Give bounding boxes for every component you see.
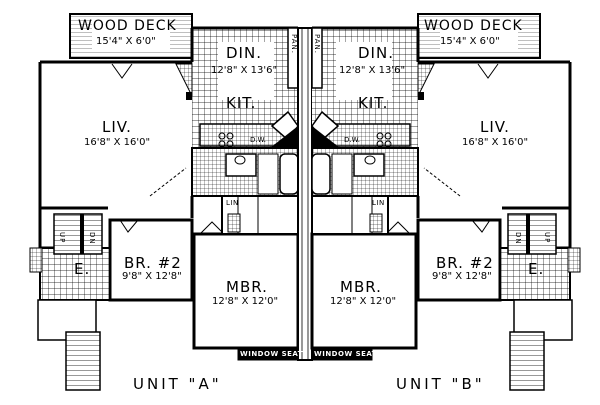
unit-b-bedroom2-dims: 9'8" X 12'8" — [432, 271, 492, 282]
unit-a-title: UNIT "A" — [133, 375, 222, 393]
unit-b-plan — [310, 13, 581, 391]
party-wall — [297, 27, 313, 361]
unit-a-master-label: MBR. — [226, 278, 268, 296]
unit-b-wood-deck-label: WOOD DECK — [424, 18, 523, 34]
unit-b-window-seat-label: WINDOW SEAT — [314, 350, 378, 358]
unit-a-living-dims: 16'8" X 16'0" — [84, 137, 151, 148]
unit-a-living-label: LIV. — [102, 118, 132, 136]
unit-b-stair-up-label: UP — [543, 232, 551, 244]
unit-b-entry-label: E. — [528, 260, 545, 278]
unit-a-pantry-label: PAN. — [290, 34, 298, 55]
unit-b-living-dims: 16'8" X 16'0" — [462, 137, 529, 148]
unit-a-dining-dims: 12'8" X 13'6" — [211, 65, 278, 76]
unit-b-master-label: MBR. — [340, 278, 382, 296]
unit-a-entry-label: E. — [74, 260, 91, 278]
unit-a-bedroom2-label: BR. #2 — [124, 254, 182, 272]
unit-a-master-dims: 12'8" X 12'0" — [212, 296, 279, 307]
unit-a-wood-deck-dims: 15'4" X 6'0" — [96, 36, 156, 47]
unit-b-dishwasher-label: D.W. — [344, 136, 360, 144]
unit-b-dining-label: DIN. — [358, 44, 394, 62]
unit-b-pantry-label: PAN. — [313, 34, 321, 55]
unit-b-title: UNIT "B" — [396, 375, 485, 393]
unit-a-plan — [29, 13, 300, 391]
unit-b-wood-deck-dims: 15'4" X 6'0" — [440, 36, 500, 47]
unit-a-dining-label: DIN. — [226, 44, 262, 62]
unit-a-window-seat-label: WINDOW SEAT — [240, 350, 304, 358]
unit-b-living-label: LIV. — [480, 118, 510, 136]
unit-a-wood-deck-label: WOOD DECK — [78, 18, 177, 34]
unit-b-master-dims: 12'8" X 12'0" — [330, 296, 397, 307]
unit-b-dining-dims: 12'8" X 13'6" — [339, 65, 406, 76]
unit-a-stair-dn-label: DN — [88, 232, 96, 245]
unit-a-linen-label: LIN — [226, 199, 239, 207]
unit-a-dishwasher-label: D.W. — [250, 136, 266, 144]
unit-a-kitchen-label: KIT. — [226, 94, 257, 112]
unit-b-bedroom2-label: BR. #2 — [436, 254, 494, 272]
unit-a-stair-up-label: UP — [58, 232, 66, 244]
unit-a-bedroom2-dims: 9'8" X 12'8" — [122, 271, 182, 282]
unit-b-linen-label: LIN — [372, 199, 385, 207]
unit-b-kitchen-label: KIT. — [358, 94, 389, 112]
unit-b-stair-dn-label: DN — [514, 232, 522, 245]
